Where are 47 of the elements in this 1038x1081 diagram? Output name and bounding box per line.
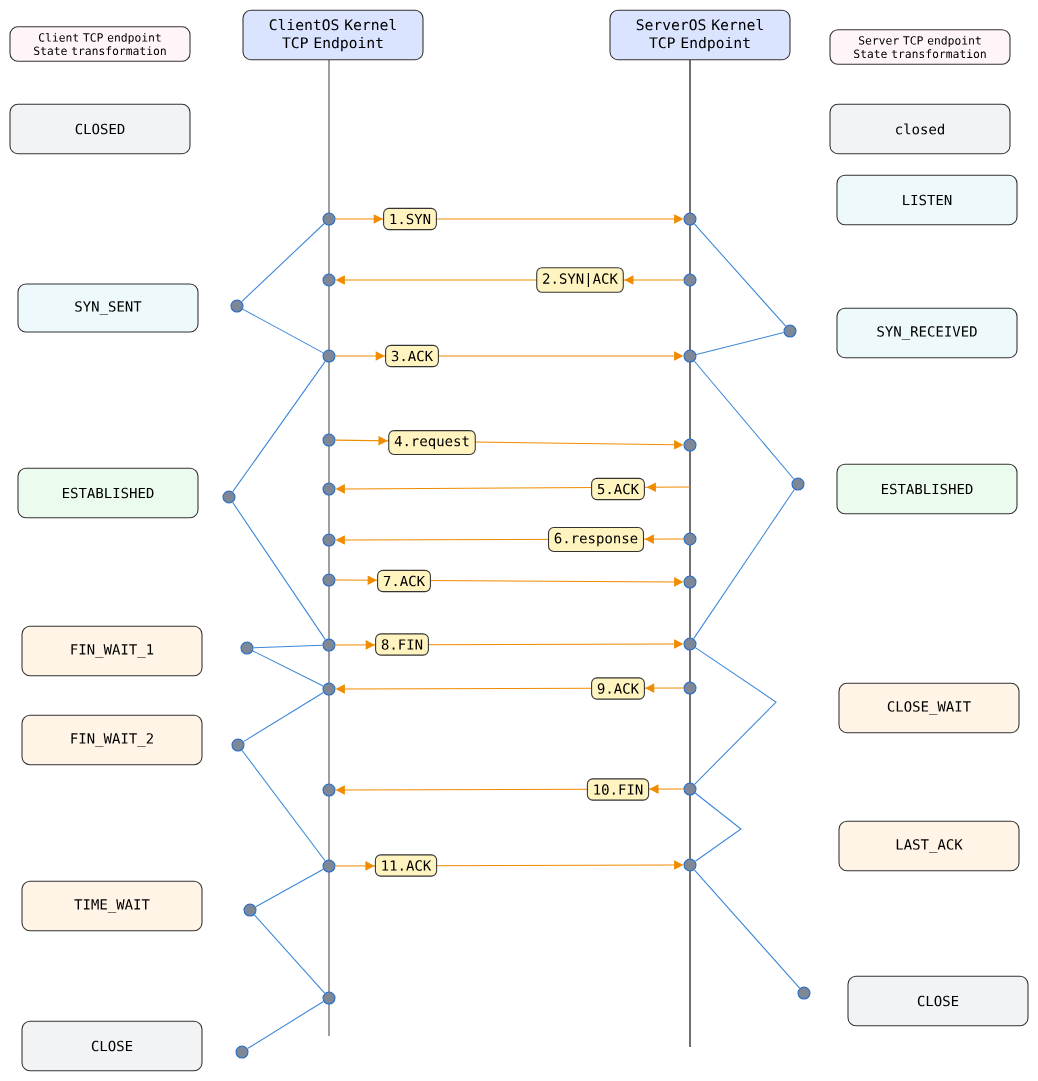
state-box: CLOSE_WAIT xyxy=(838,682,1020,734)
connector-line xyxy=(247,1000,324,1050)
state-box: CLOSE xyxy=(21,1020,203,1072)
connector-line xyxy=(232,501,326,641)
connector-line xyxy=(693,360,795,480)
connector-line xyxy=(693,869,801,989)
heading-box: Server TCP endpoint State transformation xyxy=(829,29,1011,65)
state-box: closed xyxy=(829,103,1011,155)
connector-line xyxy=(253,914,326,994)
connector-line xyxy=(694,792,742,862)
state-box: LISTEN xyxy=(836,174,1018,226)
edge-label: 5.ACK xyxy=(591,477,645,501)
connector-line xyxy=(253,644,323,649)
lifeline-header: ClientOS Kernel TCP Endpoint xyxy=(242,9,424,61)
edge-label: 1.SYN xyxy=(383,207,437,231)
edge-label: 9.ACK xyxy=(591,677,645,700)
edge-label: 4.request xyxy=(388,430,476,455)
state-box: ESTABLISHED xyxy=(836,463,1018,515)
connector-line xyxy=(241,222,325,303)
state-box: ESTABLISHED xyxy=(17,467,199,519)
connector-line xyxy=(232,360,326,493)
lifeline-header: ServerOS Kernel TCP Endpoint xyxy=(609,9,791,61)
edge-label: 2.SYN|ACK xyxy=(536,267,624,293)
edge-label: 11.ACK xyxy=(374,854,438,877)
state-box: TIME_WAIT xyxy=(21,880,203,932)
edge-label: 7.ACK xyxy=(377,569,431,593)
connector-line xyxy=(695,332,785,355)
connector-line xyxy=(693,488,795,640)
state-box: SYN_RECEIVED xyxy=(836,307,1018,359)
connector-line xyxy=(694,647,777,785)
connector-line xyxy=(243,691,324,743)
state-box: SYN_SENT xyxy=(17,283,199,333)
connector-line xyxy=(255,868,324,908)
state-box: CLOSE xyxy=(847,975,1029,1027)
heading-box: Client TCP endpoint State transformation xyxy=(9,26,191,62)
edge-label: 8.FIN xyxy=(375,633,429,656)
connector-line xyxy=(693,223,787,327)
edge-label: 6.response xyxy=(548,527,644,553)
edge-label: 3.ACK xyxy=(385,344,439,368)
edge-label: 10.FIN xyxy=(586,778,650,801)
connector-line xyxy=(252,650,324,687)
state-box: FIN_WAIT_2 xyxy=(21,714,203,766)
connector-line xyxy=(241,749,326,862)
state-box: FIN_WAIT_1 xyxy=(21,625,203,677)
state-box: LAST_ACK xyxy=(838,820,1020,872)
connector-line xyxy=(242,308,324,354)
state-box: CLOSED xyxy=(9,103,191,155)
